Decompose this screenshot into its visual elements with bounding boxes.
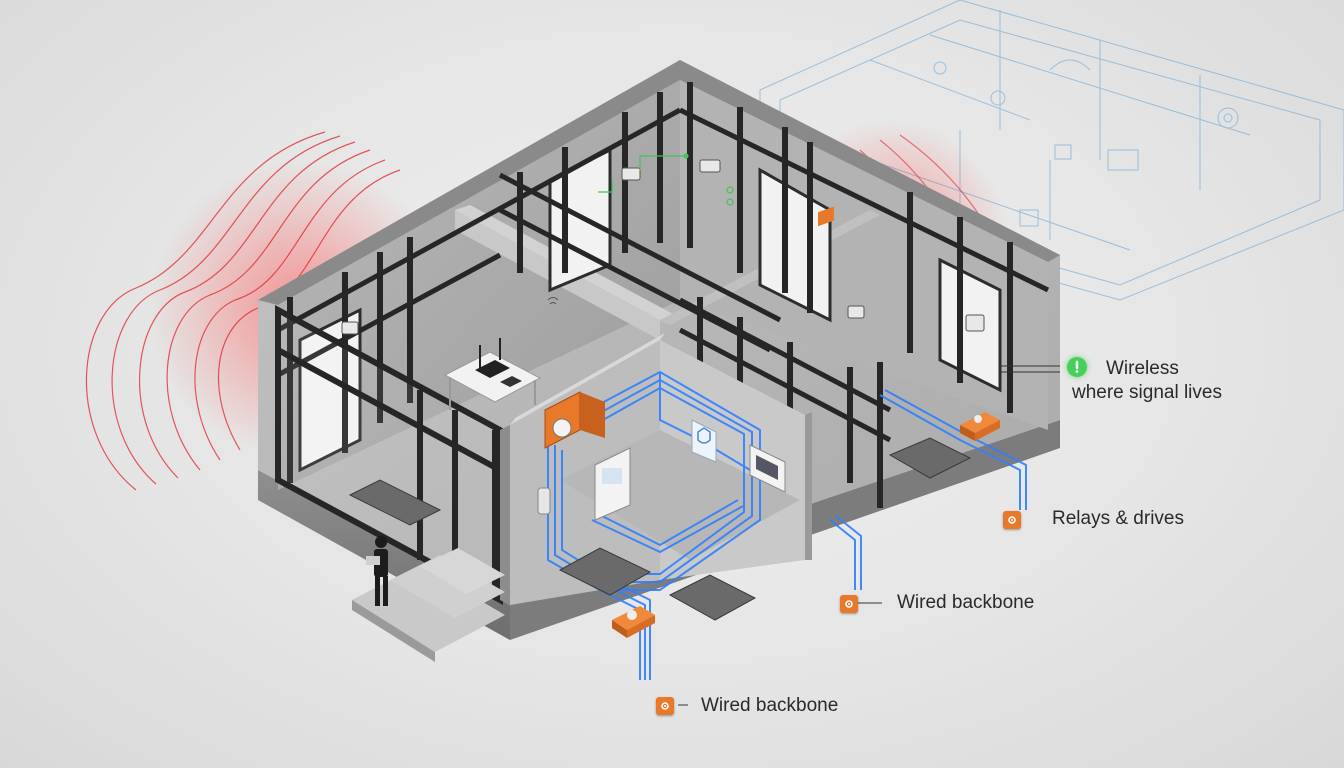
wireless-badge <box>1067 357 1087 377</box>
desk-with-router <box>443 338 542 410</box>
wifi-signal-icon <box>1075 360 1079 373</box>
relay-badge <box>1003 511 1021 529</box>
wired-backbone-callout-bottom: Wired backbone <box>701 695 839 716</box>
technician-figure <box>366 536 388 606</box>
wireless-callout-title: Wireless <box>1106 358 1179 379</box>
wired-bottom-badge <box>656 697 674 715</box>
wired-right-badge <box>840 595 858 613</box>
green-telemetry <box>598 153 734 206</box>
relays-callout: Relays & drives <box>1052 508 1184 529</box>
steel-frame-rails <box>276 107 1050 443</box>
gear-icon <box>1008 516 1016 524</box>
floor-trenches <box>348 437 972 621</box>
relay-boxes <box>544 206 1000 638</box>
gear-icon <box>845 600 853 608</box>
wall-sensors <box>341 159 985 335</box>
entry-stairs <box>352 548 505 662</box>
wired-backbone-callout-right: Wired backbone <box>897 592 1035 613</box>
gear-icon <box>661 702 669 710</box>
wireless-callout-subtitle: where signal lives <box>1072 382 1222 403</box>
callout-leaders <box>678 365 1060 706</box>
control-panels <box>537 419 786 521</box>
